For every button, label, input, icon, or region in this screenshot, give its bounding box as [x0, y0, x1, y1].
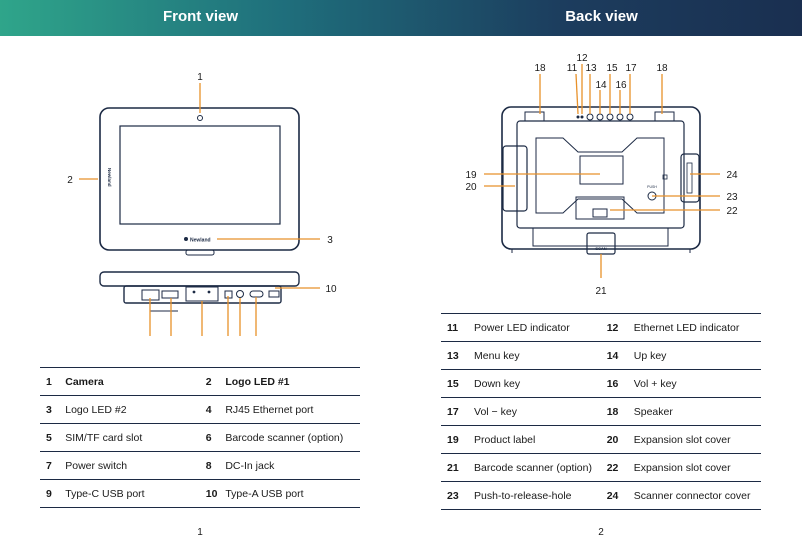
bottom-edge-device: [99, 271, 300, 312]
side-logo: Newland: [107, 168, 112, 187]
legend-number: 19: [441, 425, 475, 454]
legend-label: Product label: [474, 425, 601, 454]
front-legend-table: 1 Camera 2 Logo LED #1 3 Logo LED #2 4 R…: [40, 367, 360, 508]
callout-14: 14: [595, 80, 607, 91]
legend-label: Down key: [474, 369, 601, 398]
scan-text: SCAN: [595, 246, 606, 251]
back-view-title: Back view: [565, 8, 638, 25]
legend-number: 2: [199, 367, 226, 396]
legend-number: 23: [441, 481, 475, 510]
push-text: PUSH: [647, 185, 657, 189]
legend-label: Power LED indicator: [474, 313, 601, 342]
header-banner: Front view Back view: [0, 0, 802, 36]
legend-label: Menu key: [474, 341, 601, 370]
legend-label: Expansion slot cover: [633, 453, 761, 482]
legend-row: 19 Product label 20 Expansion slot cover: [441, 425, 761, 454]
legend-row: 11 Power LED indicator 12 Ethernet LED i…: [441, 313, 761, 342]
legend-label: Logo LED #1: [225, 367, 360, 396]
legend-label: Barcode scanner (option): [474, 453, 601, 482]
page-number-right: 2: [598, 527, 604, 538]
legend-number: 20: [600, 425, 634, 454]
legend-number: 9: [40, 479, 66, 508]
legend-label: Up key: [633, 341, 761, 370]
legend-label: Logo LED #2: [65, 395, 200, 424]
legend-label: RJ45 Ethernet port: [225, 395, 360, 424]
legend-number: 6: [199, 423, 226, 452]
legend-label: Vol + key: [633, 369, 761, 398]
legend-label: SIM/TF card slot: [65, 423, 200, 452]
front-device: Newland Newland: [99, 107, 300, 256]
callout-20: 20: [465, 182, 477, 193]
legend-row: 13 Menu key 14 Up key: [441, 341, 761, 370]
callout-18-left: 18: [534, 63, 546, 74]
callout-2: 2: [67, 175, 73, 186]
legend-label: Barcode scanner (option): [225, 423, 360, 452]
callout-24: 24: [726, 170, 738, 181]
legend-number: 18: [600, 397, 634, 426]
legend-number: 11: [441, 313, 475, 342]
callout-18-right: 18: [656, 63, 668, 74]
legend-label: Push-to-release-hole: [474, 481, 601, 510]
legend-label: Scanner connector cover: [633, 481, 761, 510]
legend-number: 7: [40, 451, 66, 480]
legend-number: 1: [40, 367, 66, 396]
legend-label: Ethernet LED indicator: [633, 313, 761, 342]
legend-label: Camera: [65, 367, 200, 396]
legend-number: 8: [199, 451, 226, 480]
legend-label: Power switch: [65, 451, 200, 480]
legend-row: 17 Vol − key 18 Speaker: [441, 397, 761, 426]
page-number-left: 1: [197, 527, 203, 538]
legend-label: Speaker: [633, 397, 761, 426]
legend-row: 21 Barcode scanner (option) 22 Expansion…: [441, 453, 761, 482]
legend-number: 12: [600, 313, 634, 342]
callout-13: 13: [585, 63, 597, 74]
legend-number: 14: [600, 341, 634, 370]
legend-number: 10: [199, 479, 226, 508]
callout-19: 19: [465, 170, 477, 181]
callout-16: 16: [615, 80, 627, 91]
callout-1: 1: [197, 72, 203, 83]
legend-number: 3: [40, 395, 66, 424]
side-logo-text: Newland: [107, 168, 112, 187]
callout-10: 10: [325, 284, 337, 295]
legend-number: 22: [600, 453, 634, 482]
callout-11: 11: [567, 63, 578, 74]
front-logo-text: Newland: [190, 238, 211, 244]
legend-number: 24: [600, 481, 634, 510]
legend-row: 1 Camera 2 Logo LED #1: [40, 367, 360, 396]
legend-row: 23 Push-to-release-hole 24 Scanner conne…: [441, 481, 761, 510]
legend-row: 7 Power switch 8 DC-In jack: [40, 451, 360, 480]
legend-label: Expansion slot cover: [633, 425, 761, 454]
legend-number: 17: [441, 397, 475, 426]
legend-row: 15 Down key 16 Vol + key: [441, 369, 761, 398]
legend-label: Vol − key: [474, 397, 601, 426]
callout-17: 17: [625, 63, 637, 74]
callout-23: 23: [726, 192, 738, 203]
legend-row: 3 Logo LED #2 4 RJ45 Ethernet port: [40, 395, 360, 424]
front-logo: Newland: [184, 237, 211, 244]
legend-row: 9 Type-C USB port 10 Type-A USB port: [40, 479, 360, 508]
legend-row: 5 SIM/TF card slot 6 Barcode scanner (op…: [40, 423, 360, 452]
callout-15: 15: [606, 63, 618, 74]
legend-number: 5: [40, 423, 66, 452]
legend-number: 13: [441, 341, 475, 370]
legend-number: 4: [199, 395, 226, 424]
back-legend-table: 11 Power LED indicator 12 Ethernet LED i…: [441, 313, 761, 510]
callout-22: 22: [726, 206, 738, 217]
device-diagrams: Newland Newland 1 2 3 4 5 6 7 8 9 10: [67, 53, 738, 336]
legend-label: Type-A USB port: [225, 479, 360, 508]
legend-number: 21: [441, 453, 475, 482]
callout-3: 3: [327, 235, 333, 246]
legend-number: 15: [441, 369, 475, 398]
callout-21: 21: [595, 286, 607, 297]
back-device: PUSH SCAN: [501, 106, 701, 255]
legend-number: 16: [600, 369, 634, 398]
callout-12: 12: [576, 53, 588, 64]
legend-label: DC-In jack: [225, 451, 360, 480]
legend-label: Type-C USB port: [65, 479, 200, 508]
front-view-title: Front view: [162, 8, 238, 25]
